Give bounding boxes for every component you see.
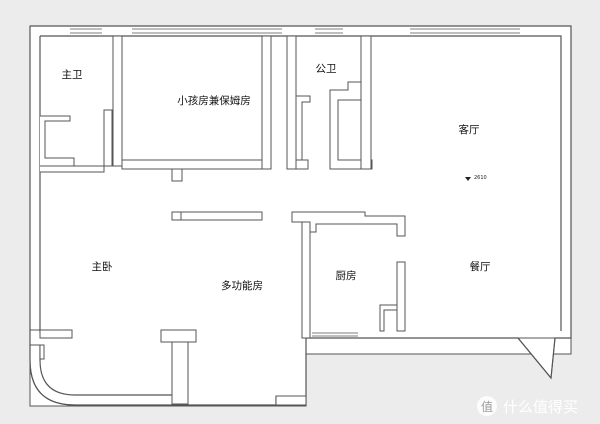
wall-master-bath-lower — [40, 115, 75, 167]
watermark: 值 什么值得买 — [477, 396, 578, 416]
exterior-walls — [29, 25, 572, 406]
wall-bedroom-bottom-stub — [39, 329, 73, 339]
wall-multi-top — [171, 211, 263, 221]
label-living-room: 客厅 — [459, 123, 480, 136]
label-child-room: 小孩房兼保姆房 — [177, 94, 251, 107]
wall-multi-top-stub — [171, 211, 182, 221]
watermark-badge-icon — [477, 396, 497, 416]
wall-kitchen-inner — [379, 304, 398, 332]
height-marker-text: 2610 — [474, 175, 487, 181]
wall-kitchen-right — [396, 261, 406, 332]
label-master-bath: 主卫 — [62, 69, 83, 81]
wall-multi-bottom-right — [275, 395, 307, 406]
wall-child-right — [261, 35, 272, 170]
interior-walls — [39, 35, 406, 406]
wall-balcony-pillar-top — [160, 329, 197, 343]
wall-balcony-pillar — [171, 341, 189, 405]
room-fill-main — [40, 36, 561, 331]
watermark-badge-text: 值 — [481, 399, 493, 414]
windows-top — [70, 28, 520, 337]
wall-kitchen-left — [301, 221, 311, 339]
wall-master-bath-bottom — [40, 165, 105, 173]
wall-child-bottom — [121, 159, 263, 170]
room-fills — [40, 36, 561, 398]
label-kitchen: 厨房 — [336, 269, 357, 282]
height-marker: 2610 — [465, 175, 487, 181]
wall-door-stub — [171, 168, 183, 182]
label-master-bedroom: 主卧 — [92, 260, 113, 273]
wall-exterior-top-right — [30, 25, 572, 380]
label-public-bath: 公卫 — [316, 63, 337, 75]
wall-bath-bedroom-divider-low — [103, 109, 113, 167]
wall-balcony-left-stub — [39, 344, 45, 360]
wall-child-left — [112, 35, 123, 167]
wall-pubbath-bottom-left — [295, 159, 309, 170]
wall-exterior-left-bottom — [29, 26, 276, 406]
height-marker-triangle-icon — [465, 177, 471, 181]
wall-pubbath-inner — [295, 95, 311, 161]
watermark-text: 什么值得买 — [503, 398, 578, 416]
wall-interior-top-right — [40, 35, 562, 331]
label-multi-room: 多功能房 — [221, 279, 263, 292]
room-labels: 主卫 小孩房兼保姆房 公卫 客厅 主卧 多功能房 厨房 餐厅 — [62, 63, 491, 292]
balcony-inner-curve — [39, 345, 172, 396]
wall-pubbath-left — [286, 35, 297, 170]
label-dining-room: 餐厅 — [470, 260, 491, 273]
wall-living-left — [360, 35, 372, 170]
